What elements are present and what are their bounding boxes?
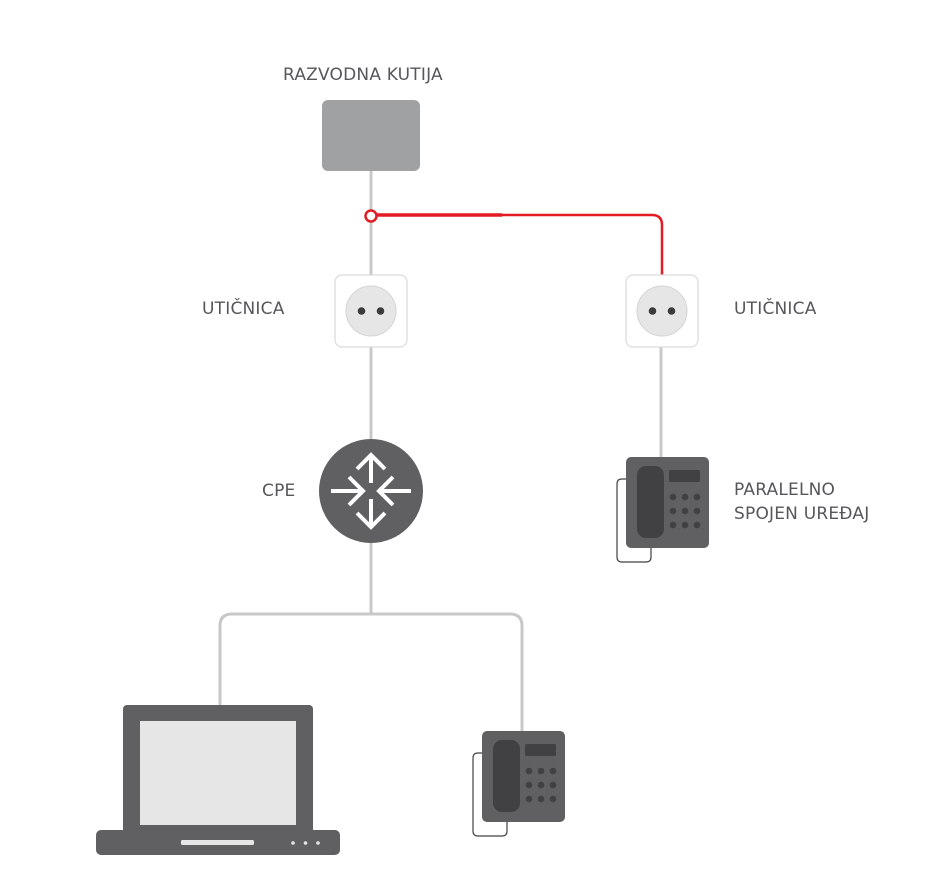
wall-socket-icon: [334, 274, 408, 348]
socket-pin: [648, 307, 657, 315]
laptop-led: [316, 841, 320, 845]
laptop-led: [291, 841, 295, 845]
junction-box-label: RAZVODNA KUTIJA: [283, 65, 443, 85]
router-body: [319, 439, 423, 543]
desk-phone-icon: [472, 731, 565, 837]
laptop-trackpad: [181, 840, 254, 845]
phone-keypad: [525, 767, 557, 803]
socket-pin: [357, 307, 366, 315]
socket-left-label: UTIČNICA: [202, 299, 285, 319]
junction-box-icon: [322, 100, 420, 171]
phone-handset: [493, 740, 520, 812]
parallel-device-label-line2: SPOJEN UREĐAJ: [734, 504, 870, 524]
wire-split-to-laptop: [218, 612, 371, 706]
socket-right-label: UTIČNICA: [734, 299, 817, 319]
cpe-label: CPE: [262, 481, 296, 501]
socket-pin: [376, 307, 385, 315]
phone-cord: [472, 752, 508, 837]
phone-display: [525, 744, 556, 756]
phone-handset: [637, 466, 664, 538]
wires: [218, 170, 663, 732]
parallel-wire-thin: [502, 213, 664, 275]
laptop-led: [303, 841, 308, 845]
socket-face: [345, 285, 397, 337]
wall-socket-icon: [625, 274, 699, 348]
parallel-wire: [364, 209, 664, 275]
router-arrows: [331, 452, 411, 530]
laptop-icon: [96, 705, 340, 855]
router-icon: [319, 439, 423, 543]
splice-point-icon: [364, 209, 378, 223]
phone-keypad: [669, 493, 701, 529]
phone-display: [669, 470, 700, 482]
parallel-device-label-line1: PARALELNO: [734, 480, 836, 500]
parallel-device-label: PARALELNO SPOJEN UREĐAJ: [734, 478, 869, 526]
desk-phone-icon: [616, 457, 709, 563]
socket-face: [636, 285, 688, 337]
laptop-screen: [140, 721, 296, 825]
phone-cord: [616, 478, 652, 563]
socket-pin: [667, 307, 676, 315]
wire-split-to-phone: [371, 612, 524, 732]
